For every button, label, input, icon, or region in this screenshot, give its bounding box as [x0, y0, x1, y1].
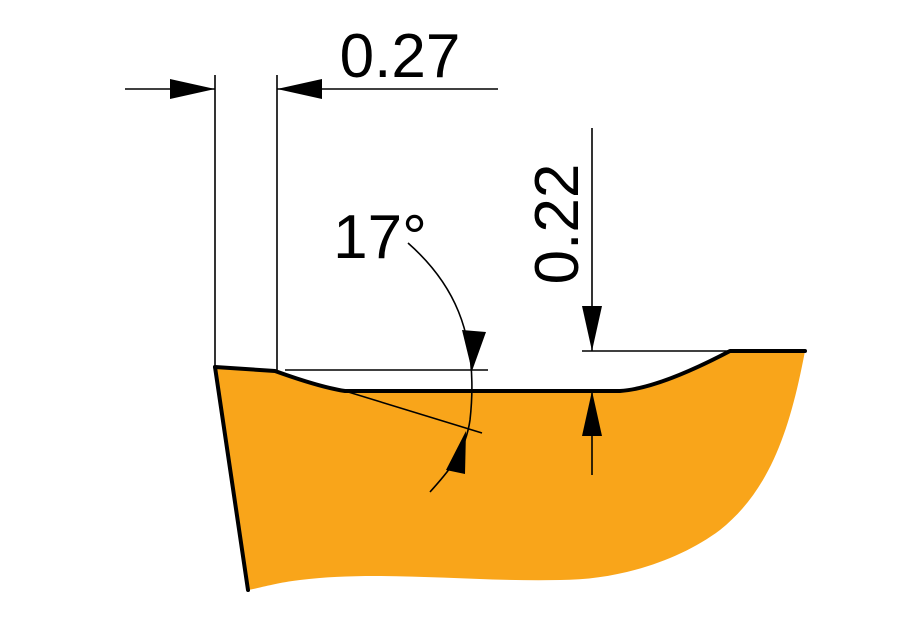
insert-left-flank	[213, 365, 250, 592]
chamfer-extension-line	[344, 390, 483, 434]
depth-arrowhead-top	[582, 306, 602, 351]
angle-arrowhead-bottom	[446, 431, 466, 474]
arrowhead-left	[170, 79, 215, 99]
depth-arrowhead-bottom	[582, 391, 602, 436]
cutting-edge-profile	[213, 349, 807, 393]
chamfer-angle-label: 17°	[333, 203, 427, 272]
angle-arrowhead-top	[462, 330, 486, 371]
groove-depth-label: 0.22	[523, 164, 592, 285]
arrowhead-right	[277, 79, 322, 99]
land-width-label: 0.27	[340, 22, 461, 91]
insert-body	[215, 351, 805, 590]
